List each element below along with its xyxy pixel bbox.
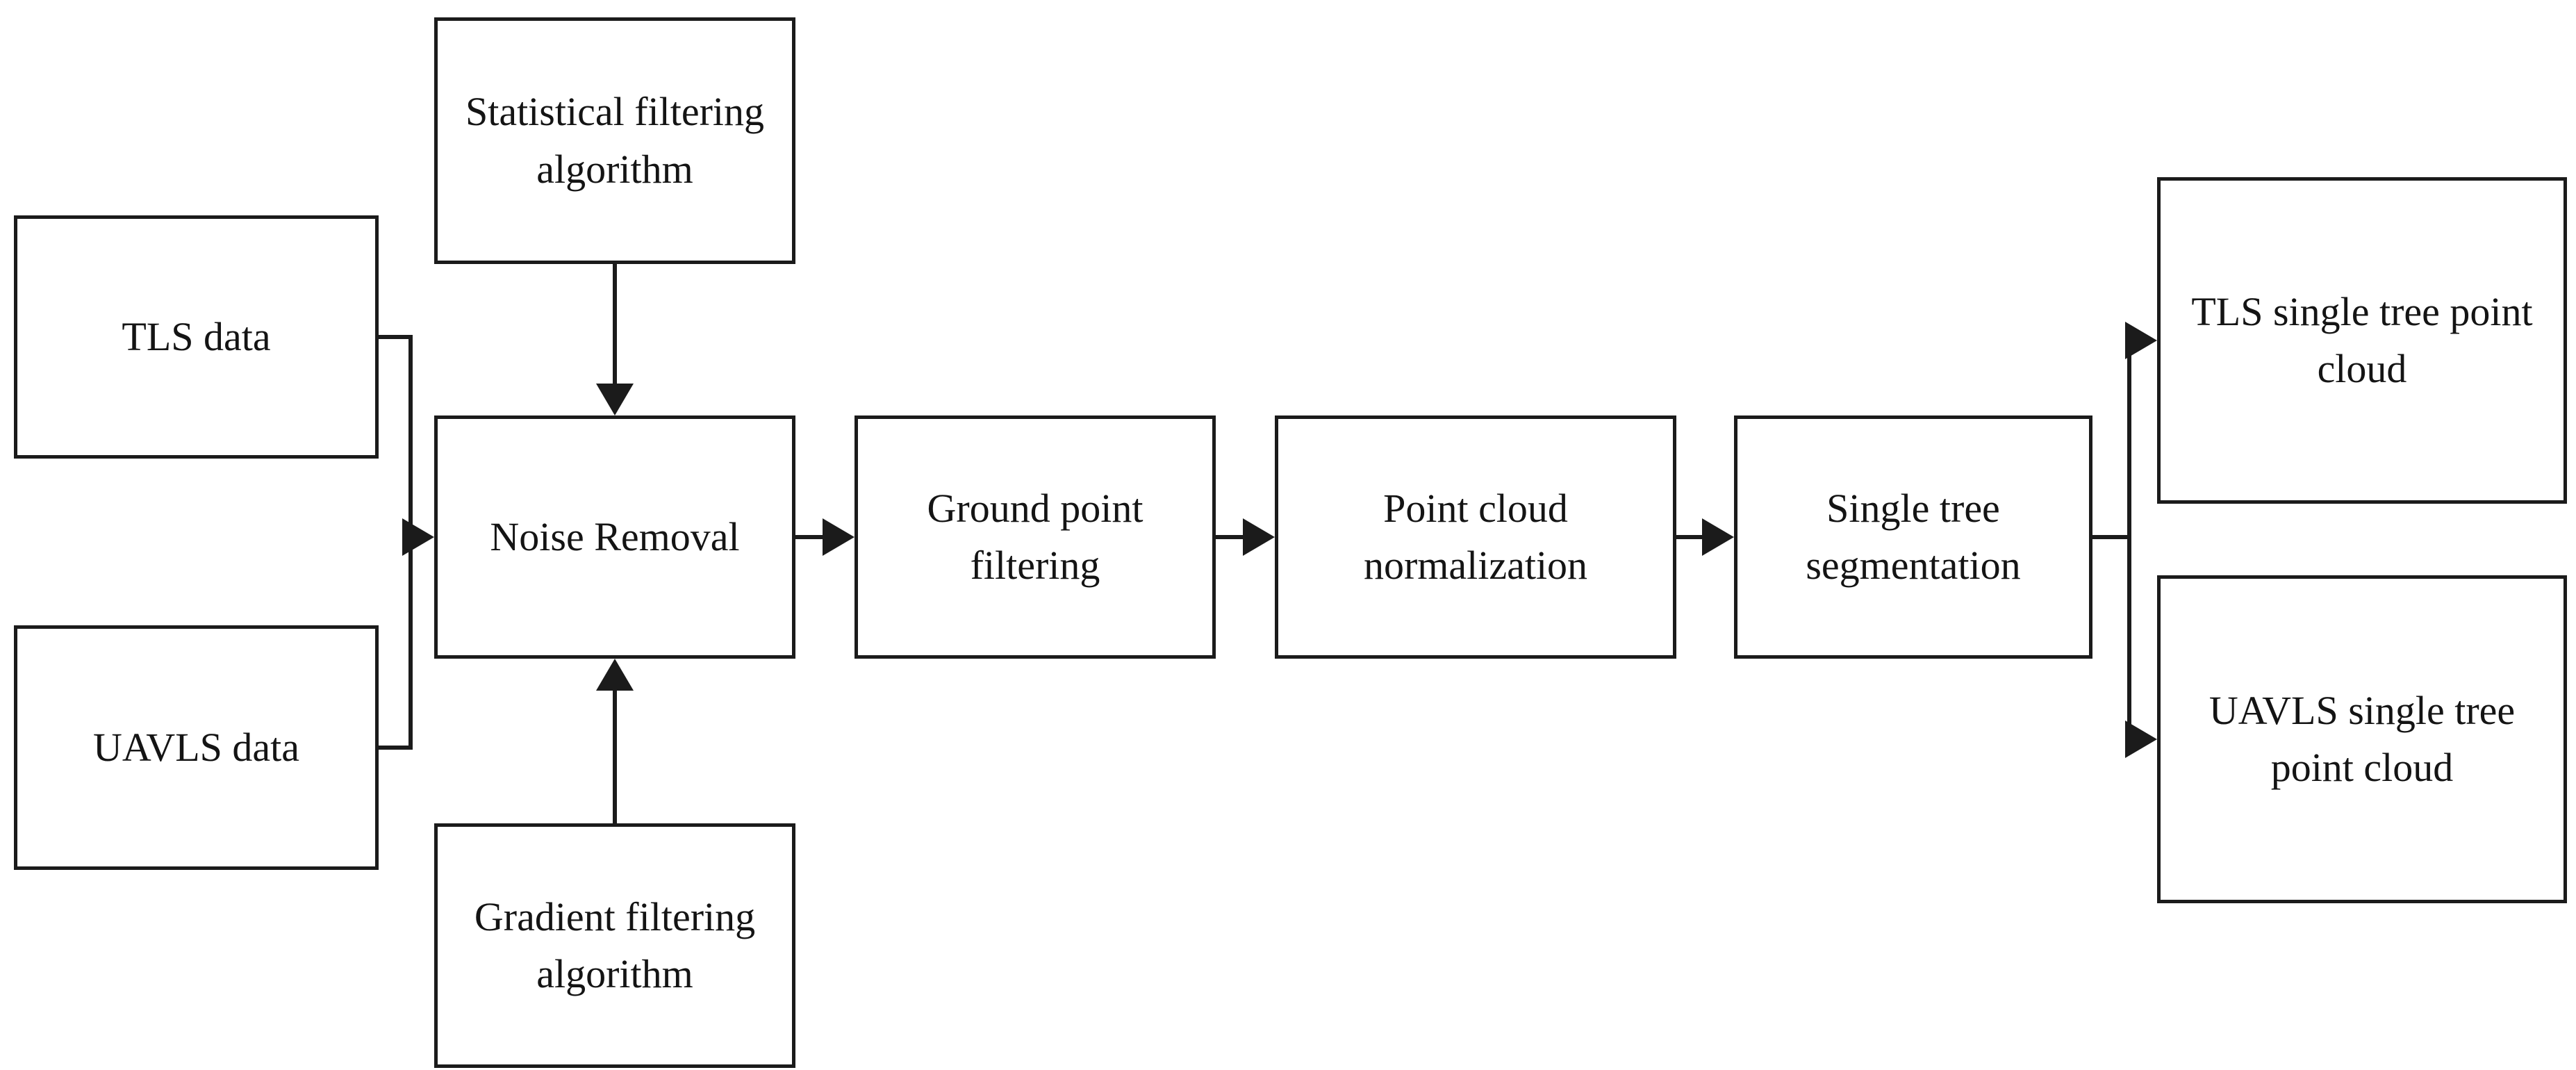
connector-normalization-to-segmentation [1676,535,1706,539]
arrowhead-down-into-noise-removal-icon [596,384,634,415]
node-statistical-filtering: Statistical filtering algorithm [434,17,795,264]
connector-branch-vertical [2127,338,2131,741]
node-uavls-single-tree: UAVLS single tree point cloud [2157,575,2567,903]
node-uavls-data: UAVLS data [14,625,379,870]
node-ground-point-filtering: Ground point filtering [854,415,1216,659]
arrowhead-into-tls-single-tree-icon [2125,322,2157,359]
node-point-cloud-normalization: Point cloud normalization [1275,415,1676,659]
node-label-noise-removal: Noise Removal [490,513,740,559]
node-single-tree-segmentation: Single tree segmentation [1734,415,2092,659]
node-label-tls-single-tree: TLS single tree point cloud [2191,288,2533,391]
arrowhead-into-normalization-icon [1243,518,1275,556]
node-gradient-filtering: Gradient filtering algorithm [434,823,795,1068]
node-label-statistical-filtering: Statistical filtering algorithm [465,89,765,192]
node-tls-single-tree: TLS single tree point cloud [2157,177,2567,504]
node-label-gradient-filtering: Gradient filtering algorithm [474,894,756,996]
connector-segmentation-out [2092,535,2131,539]
arrowhead-up-into-noise-removal-icon [596,659,634,691]
node-label-point-cloud-normalization: Point cloud normalization [1363,485,1588,588]
node-label-uavls-data: UAVLS data [93,724,299,770]
connector-statistical-down [613,263,617,388]
node-noise-removal: Noise Removal [434,415,795,659]
arrowhead-into-uavls-single-tree-icon [2125,721,2157,758]
connector-uavls-data-out [379,746,412,750]
connector-gradient-up [613,689,617,825]
connector-ground-to-normalization [1216,535,1247,539]
connector-tls-data-out [379,335,412,339]
node-label-uavls-single-tree: UAVLS single tree point cloud [2208,687,2516,790]
node-label-single-tree-segmentation: Single tree segmentation [1806,485,2021,588]
connector-noise-to-ground [795,535,827,539]
arrowhead-into-ground-filtering-icon [823,518,854,556]
arrowhead-into-segmentation-icon [1702,518,1734,556]
node-tls-data: TLS data [14,215,379,459]
node-label-ground-point-filtering: Ground point filtering [927,485,1143,588]
arrowhead-into-noise-removal-icon [402,518,434,556]
node-label-tls-data: TLS data [122,313,271,359]
